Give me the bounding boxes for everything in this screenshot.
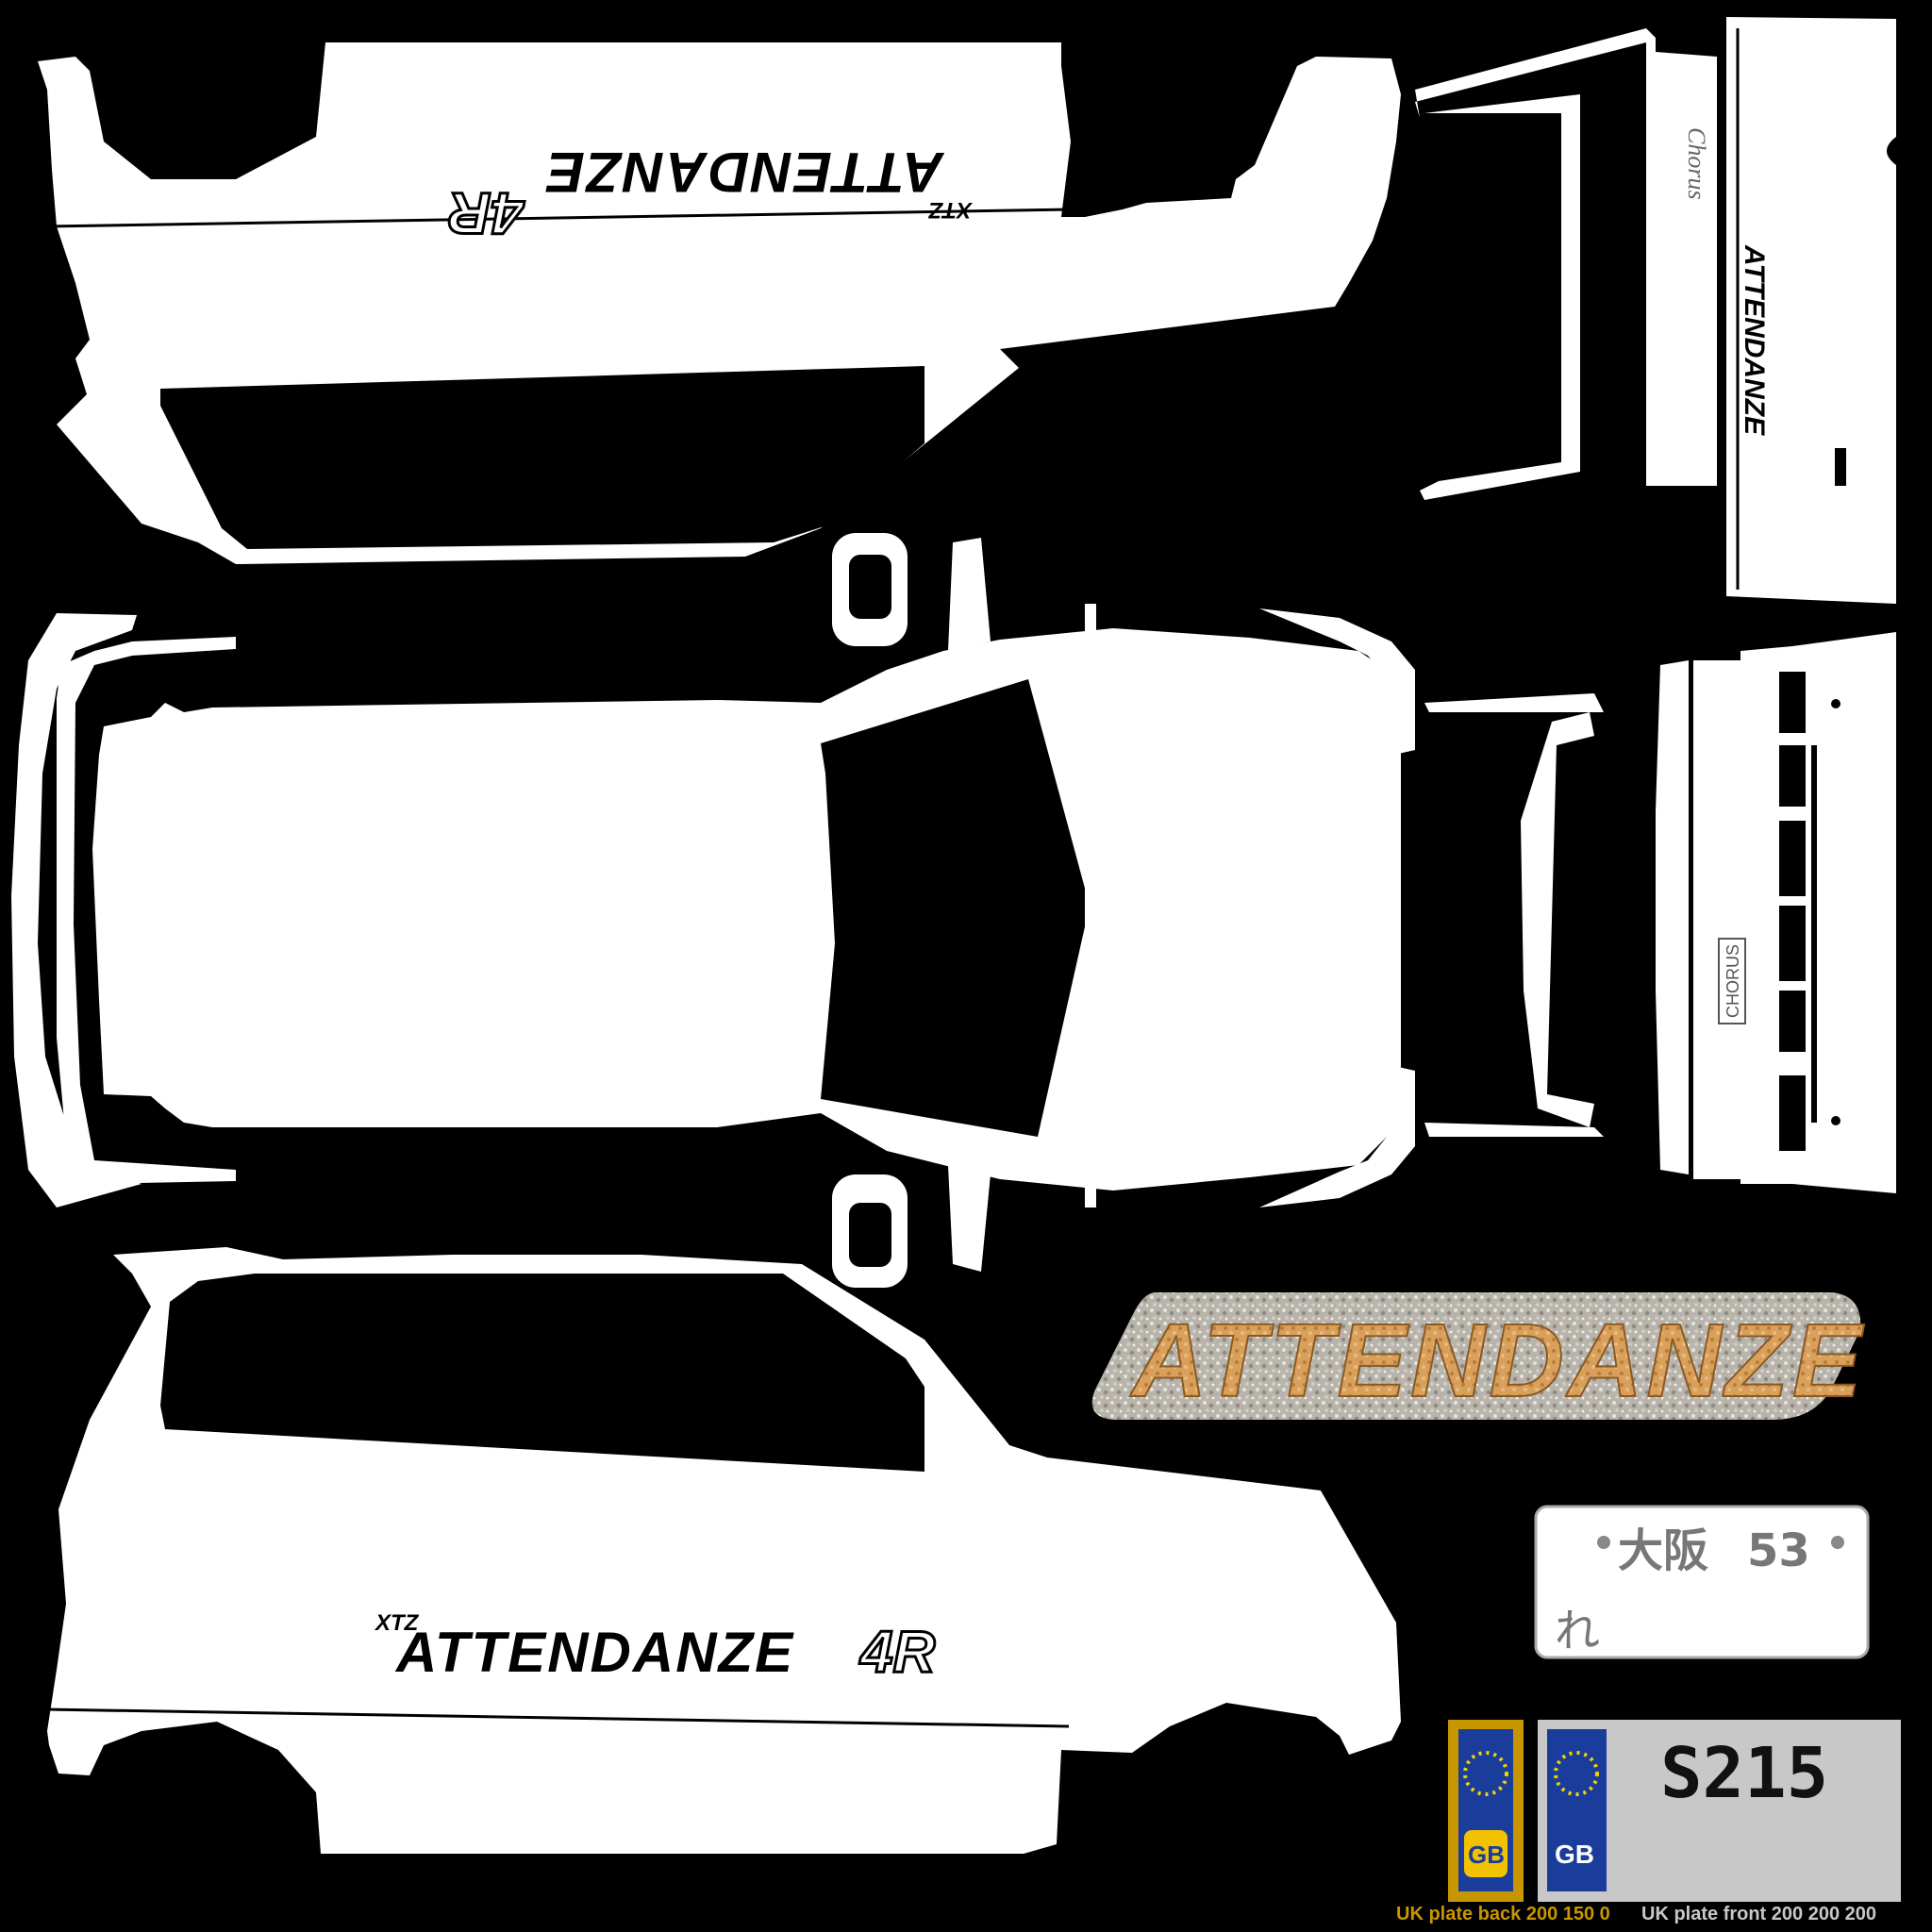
trim-badge-text: XTZ xyxy=(374,1610,420,1636)
uk-back-caption-label: UK plate back xyxy=(1396,1904,1522,1924)
trim-badge-top: XTZ xyxy=(927,197,974,223)
jp-plate-region: 大阪 xyxy=(1618,1524,1708,1577)
wordmark-text: ATTENDANZE xyxy=(394,1621,794,1684)
eu-stars-icon xyxy=(1463,1751,1508,1796)
wordmark-text: ATTENDANZE xyxy=(545,141,945,204)
jp-plate: 大阪 53 れ xyxy=(1534,1505,1870,1659)
front-bumper-pieces: CHORUS xyxy=(1424,632,1896,1193)
uk-front-caption-label: UK plate front xyxy=(1641,1904,1767,1924)
attendanze-badge: ATTENDANZE xyxy=(1091,1292,1865,1420)
uk-front-country: GB xyxy=(1555,1840,1594,1869)
uk-plate-back: GB xyxy=(1448,1720,1524,1902)
front-badge-text: CHORUS xyxy=(1724,944,1742,1018)
uk-back-country: GB xyxy=(1468,1840,1505,1869)
rear-script-badge: Chorus xyxy=(1683,127,1710,200)
uk-plate-registration: S215 xyxy=(1660,1733,1828,1814)
side-panel-top: XTZ ATTENDANZE 4R xyxy=(38,42,1401,564)
wordmark-text: ATTENDANZE xyxy=(1739,244,1770,436)
uk-front-caption: UK plate front 200 200 200 xyxy=(1641,1904,1876,1925)
side-panel-bottom: XTZ ATTENDANZE 4R xyxy=(44,1247,1401,1854)
suffix-text: 4R xyxy=(858,1620,935,1685)
badge-text: ATTENDANZE xyxy=(1129,1303,1865,1419)
uk-front-caption-color: 200 200 200 xyxy=(1771,1904,1877,1924)
jp-plate-class: 53 xyxy=(1747,1524,1810,1577)
fender-flares-left xyxy=(11,613,236,1208)
eu-stars-icon xyxy=(1554,1751,1599,1796)
uk-back-caption: UK plate back 200 150 0 xyxy=(1396,1904,1610,1925)
jp-plate-hiragana: れ xyxy=(1555,1605,1600,1657)
rear-hatch-panel: Chorus ATTENDANZE xyxy=(1415,17,1896,604)
top-view-body xyxy=(92,538,1415,1272)
wordmark-top: ATTENDANZE xyxy=(545,141,945,204)
suffix-text: 4R xyxy=(449,180,525,245)
uk-plate-front: GB S215 xyxy=(1538,1720,1901,1902)
uk-back-caption-color: 200 150 0 xyxy=(1525,1904,1610,1924)
trim-badge-text: XTZ xyxy=(927,197,974,223)
mirrors xyxy=(832,533,908,1288)
front-badge: CHORUS xyxy=(1718,938,1746,1024)
